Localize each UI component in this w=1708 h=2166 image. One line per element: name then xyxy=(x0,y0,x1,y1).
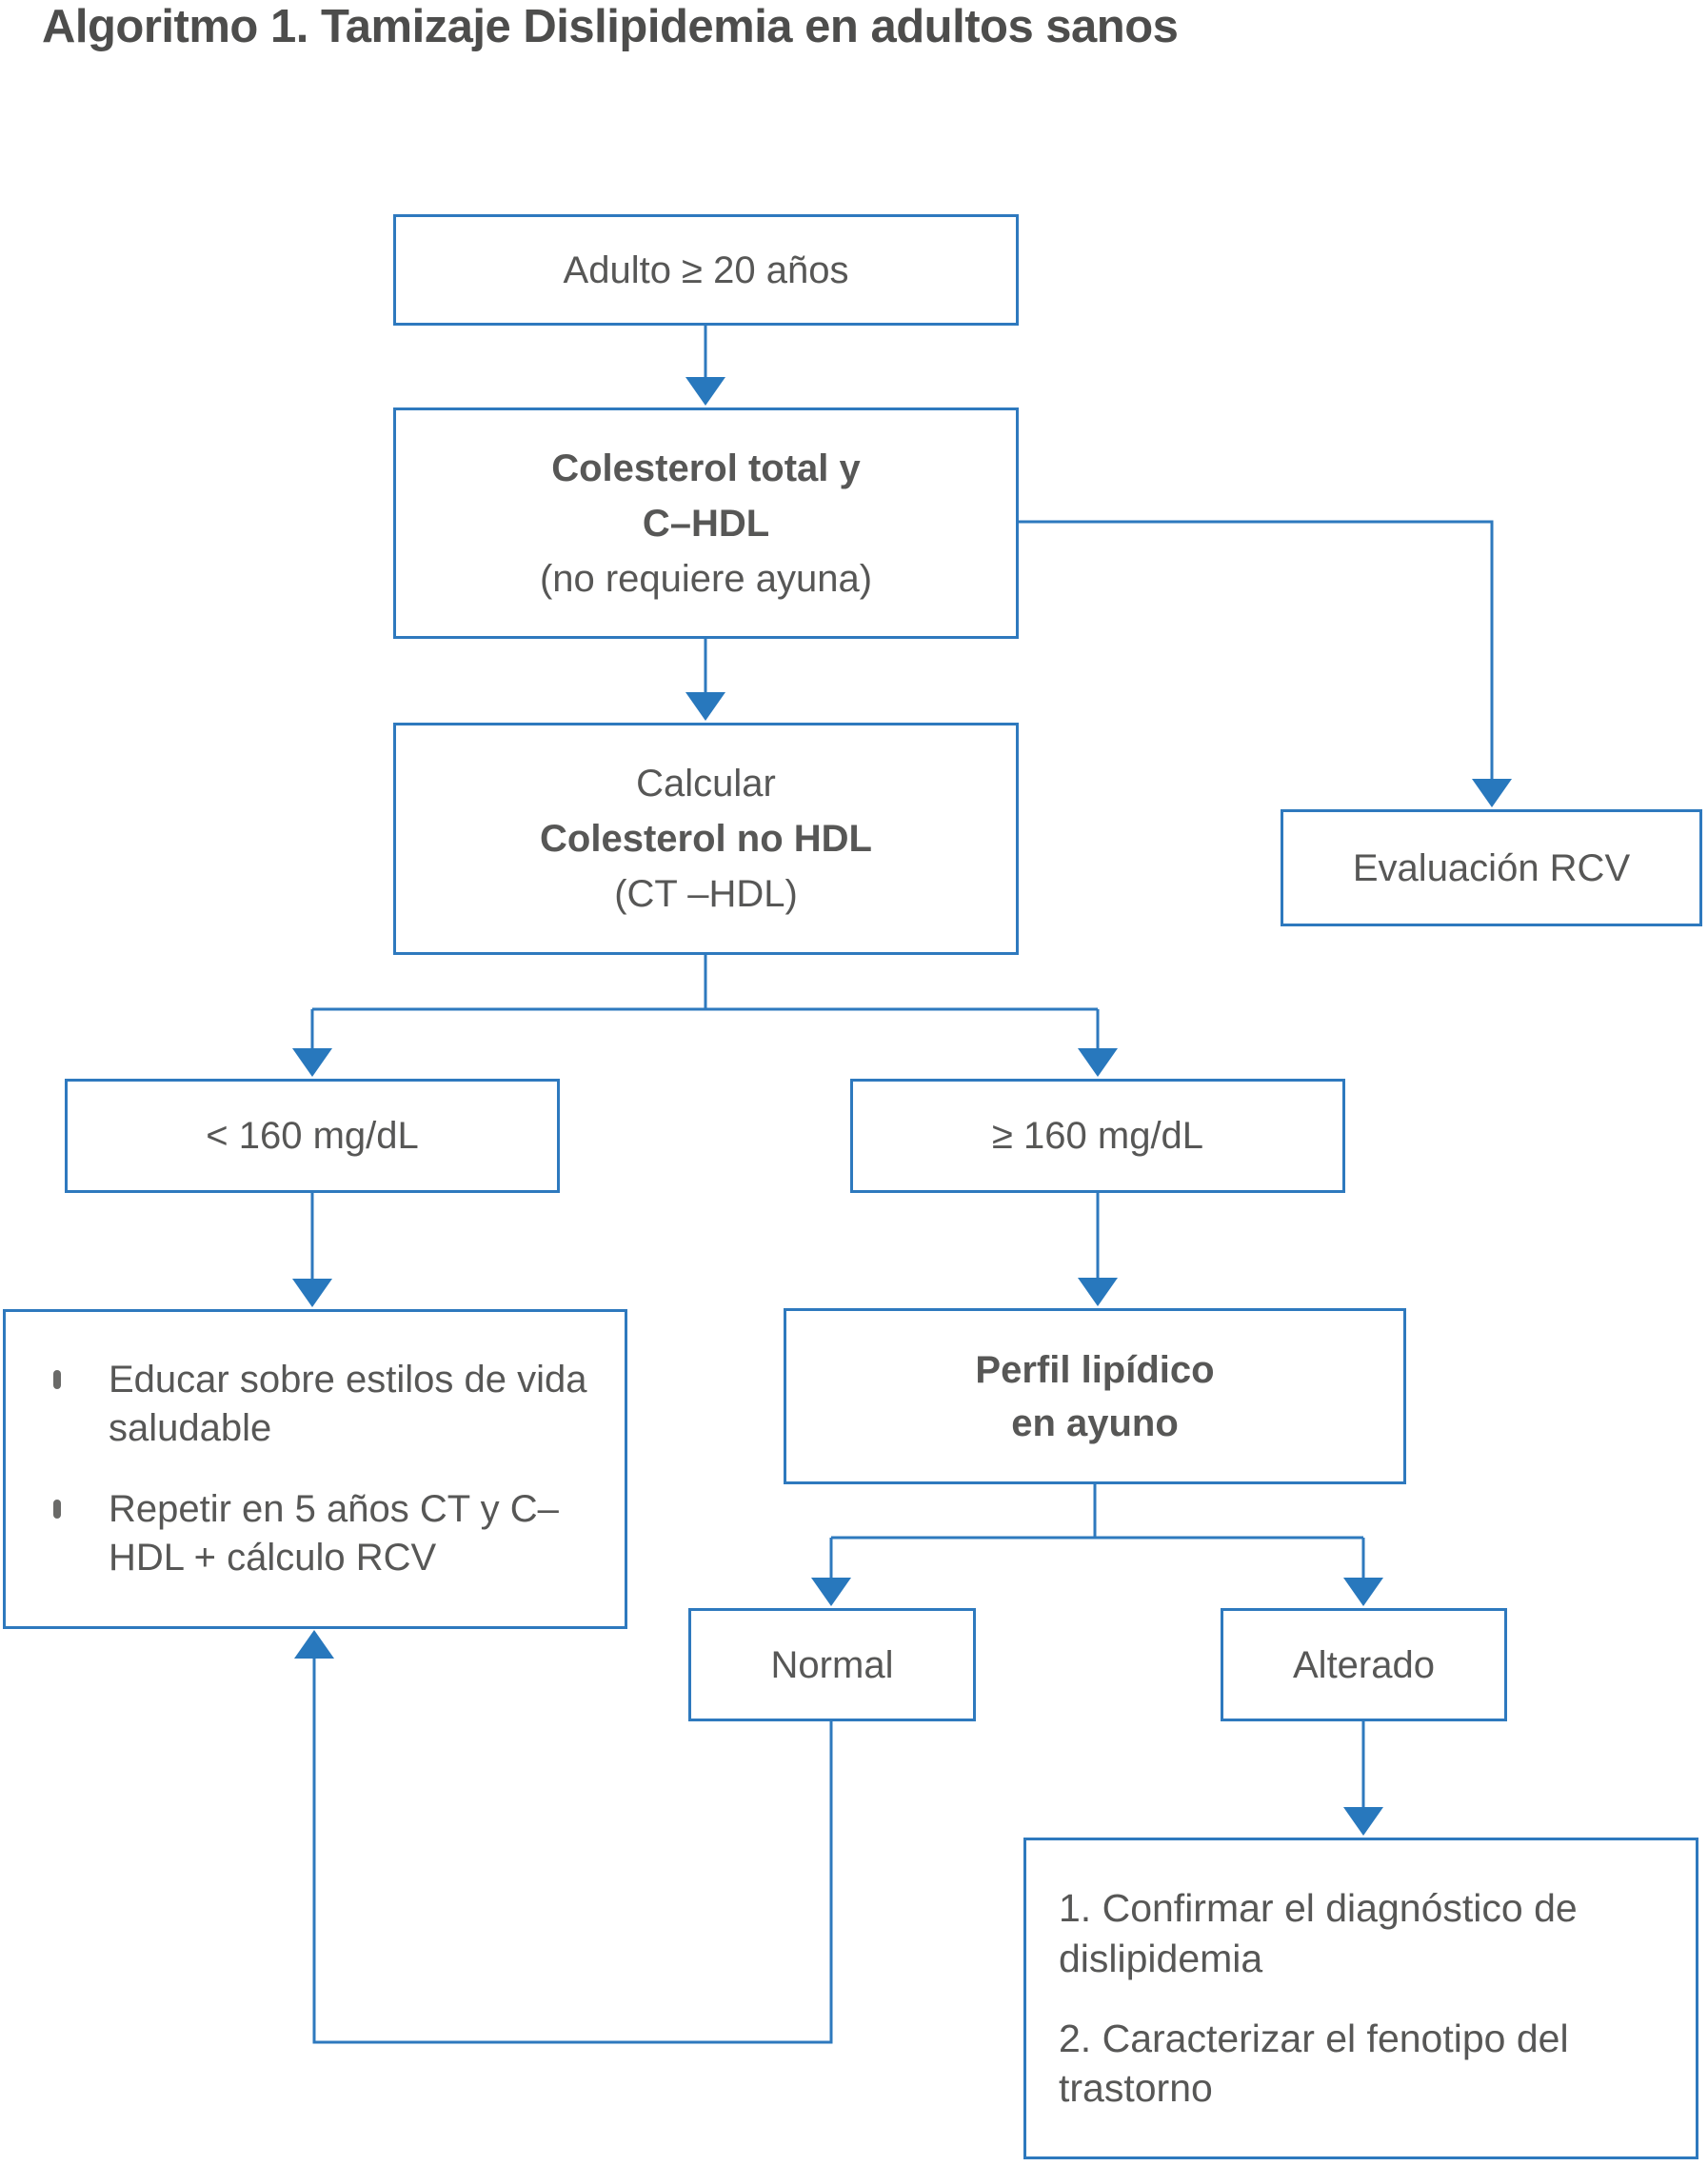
node-normal-label: Normal xyxy=(770,1643,894,1686)
list-item: Educar sobre estilos de vida saludable xyxy=(53,1356,606,1453)
diagnostico-item-2: 2. Caracterizar el fenotipo del trastorn… xyxy=(1059,2017,1569,2111)
educar-bullet-list: Educar sobre estilos de vida saludable R… xyxy=(53,1356,606,1583)
node-calcular-line2: Colesterol no HDL xyxy=(540,818,872,860)
node-calcular-line1: Calcular xyxy=(636,763,776,805)
node-alterado-label: Alterado xyxy=(1293,1643,1435,1686)
node-diagnostico: 1. Confirmar el diagnóstico de dislipide… xyxy=(1023,1838,1698,2159)
node-perfil-line1: Perfil lipídico xyxy=(975,1348,1215,1391)
arrowhead-down-icon xyxy=(1078,1048,1118,1077)
node-adulto-label: Adulto ≥ 20 años xyxy=(563,248,849,291)
educar-bullet-2: Repetir en 5 años CT y C–HDL + cálculo R… xyxy=(109,1488,559,1580)
node-colesterol-total: Colesterol total y C–HDL (no requiere ay… xyxy=(393,407,1019,639)
node-colesterol-line2: C–HDL xyxy=(642,502,770,545)
arrowhead-down-icon xyxy=(1078,1278,1118,1306)
node-adulto: Adulto ≥ 20 años xyxy=(393,214,1019,326)
node-colesterol-line3: (no requiere ayuna) xyxy=(539,557,873,600)
bullet-icon xyxy=(53,1500,61,1519)
arrowhead-up-icon xyxy=(294,1630,334,1659)
node-evaluacion-label: Evaluación RCV xyxy=(1352,846,1631,889)
node-evaluacion-rcv: Evaluación RCV xyxy=(1281,809,1702,926)
node-mayor-160: ≥ 160 mg/dL xyxy=(850,1079,1345,1193)
node-calcular-no-hdl: Calcular Colesterol no HDL (CT –HDL) xyxy=(393,723,1019,955)
node-mayor-label: ≥ 160 mg/dL xyxy=(991,1115,1204,1157)
connector-normal-educar-feedback xyxy=(312,1657,833,2044)
node-perfil-lipidico: Perfil lipídico en ayuno xyxy=(784,1308,1406,1484)
node-normal: Normal xyxy=(688,1608,976,1721)
page-title: Algoritmo 1. Tamizaje Dislipidemia en ad… xyxy=(42,1,1179,52)
node-alterado: Alterado xyxy=(1221,1608,1507,1721)
node-perfil-line2: en ayuno xyxy=(1011,1401,1179,1444)
diagnostico-item-list: 1. Confirmar el diagnóstico de dislipide… xyxy=(1059,1883,1677,2114)
connector-colesterol-evaluacion xyxy=(1019,520,1494,781)
arrowhead-down-icon xyxy=(685,692,725,721)
node-colesterol-line1: Colesterol total y xyxy=(551,447,861,489)
bullet-icon xyxy=(53,1369,61,1389)
node-menor-label: < 160 mg/dL xyxy=(206,1115,419,1157)
arrowhead-down-icon xyxy=(811,1578,851,1606)
arrowhead-down-icon xyxy=(1343,1578,1383,1606)
node-calcular-line3: (CT –HDL) xyxy=(614,873,798,915)
arrowhead-down-icon xyxy=(292,1048,332,1077)
node-educar: Educar sobre estilos de vida saludable R… xyxy=(3,1309,627,1629)
arrowhead-down-icon xyxy=(292,1279,332,1307)
arrowhead-down-icon xyxy=(685,377,725,406)
arrowhead-down-icon xyxy=(1343,1807,1383,1836)
list-item: Repetir en 5 años CT y C–HDL + cálculo R… xyxy=(53,1485,606,1582)
diagnostico-item-1: 1. Confirmar el diagnóstico de dislipide… xyxy=(1059,1886,1578,1980)
arrowhead-down-icon xyxy=(1472,779,1512,807)
node-menor-160: < 160 mg/dL xyxy=(65,1079,560,1193)
educar-bullet-1: Educar sobre estilos de vida saludable xyxy=(109,1358,587,1449)
